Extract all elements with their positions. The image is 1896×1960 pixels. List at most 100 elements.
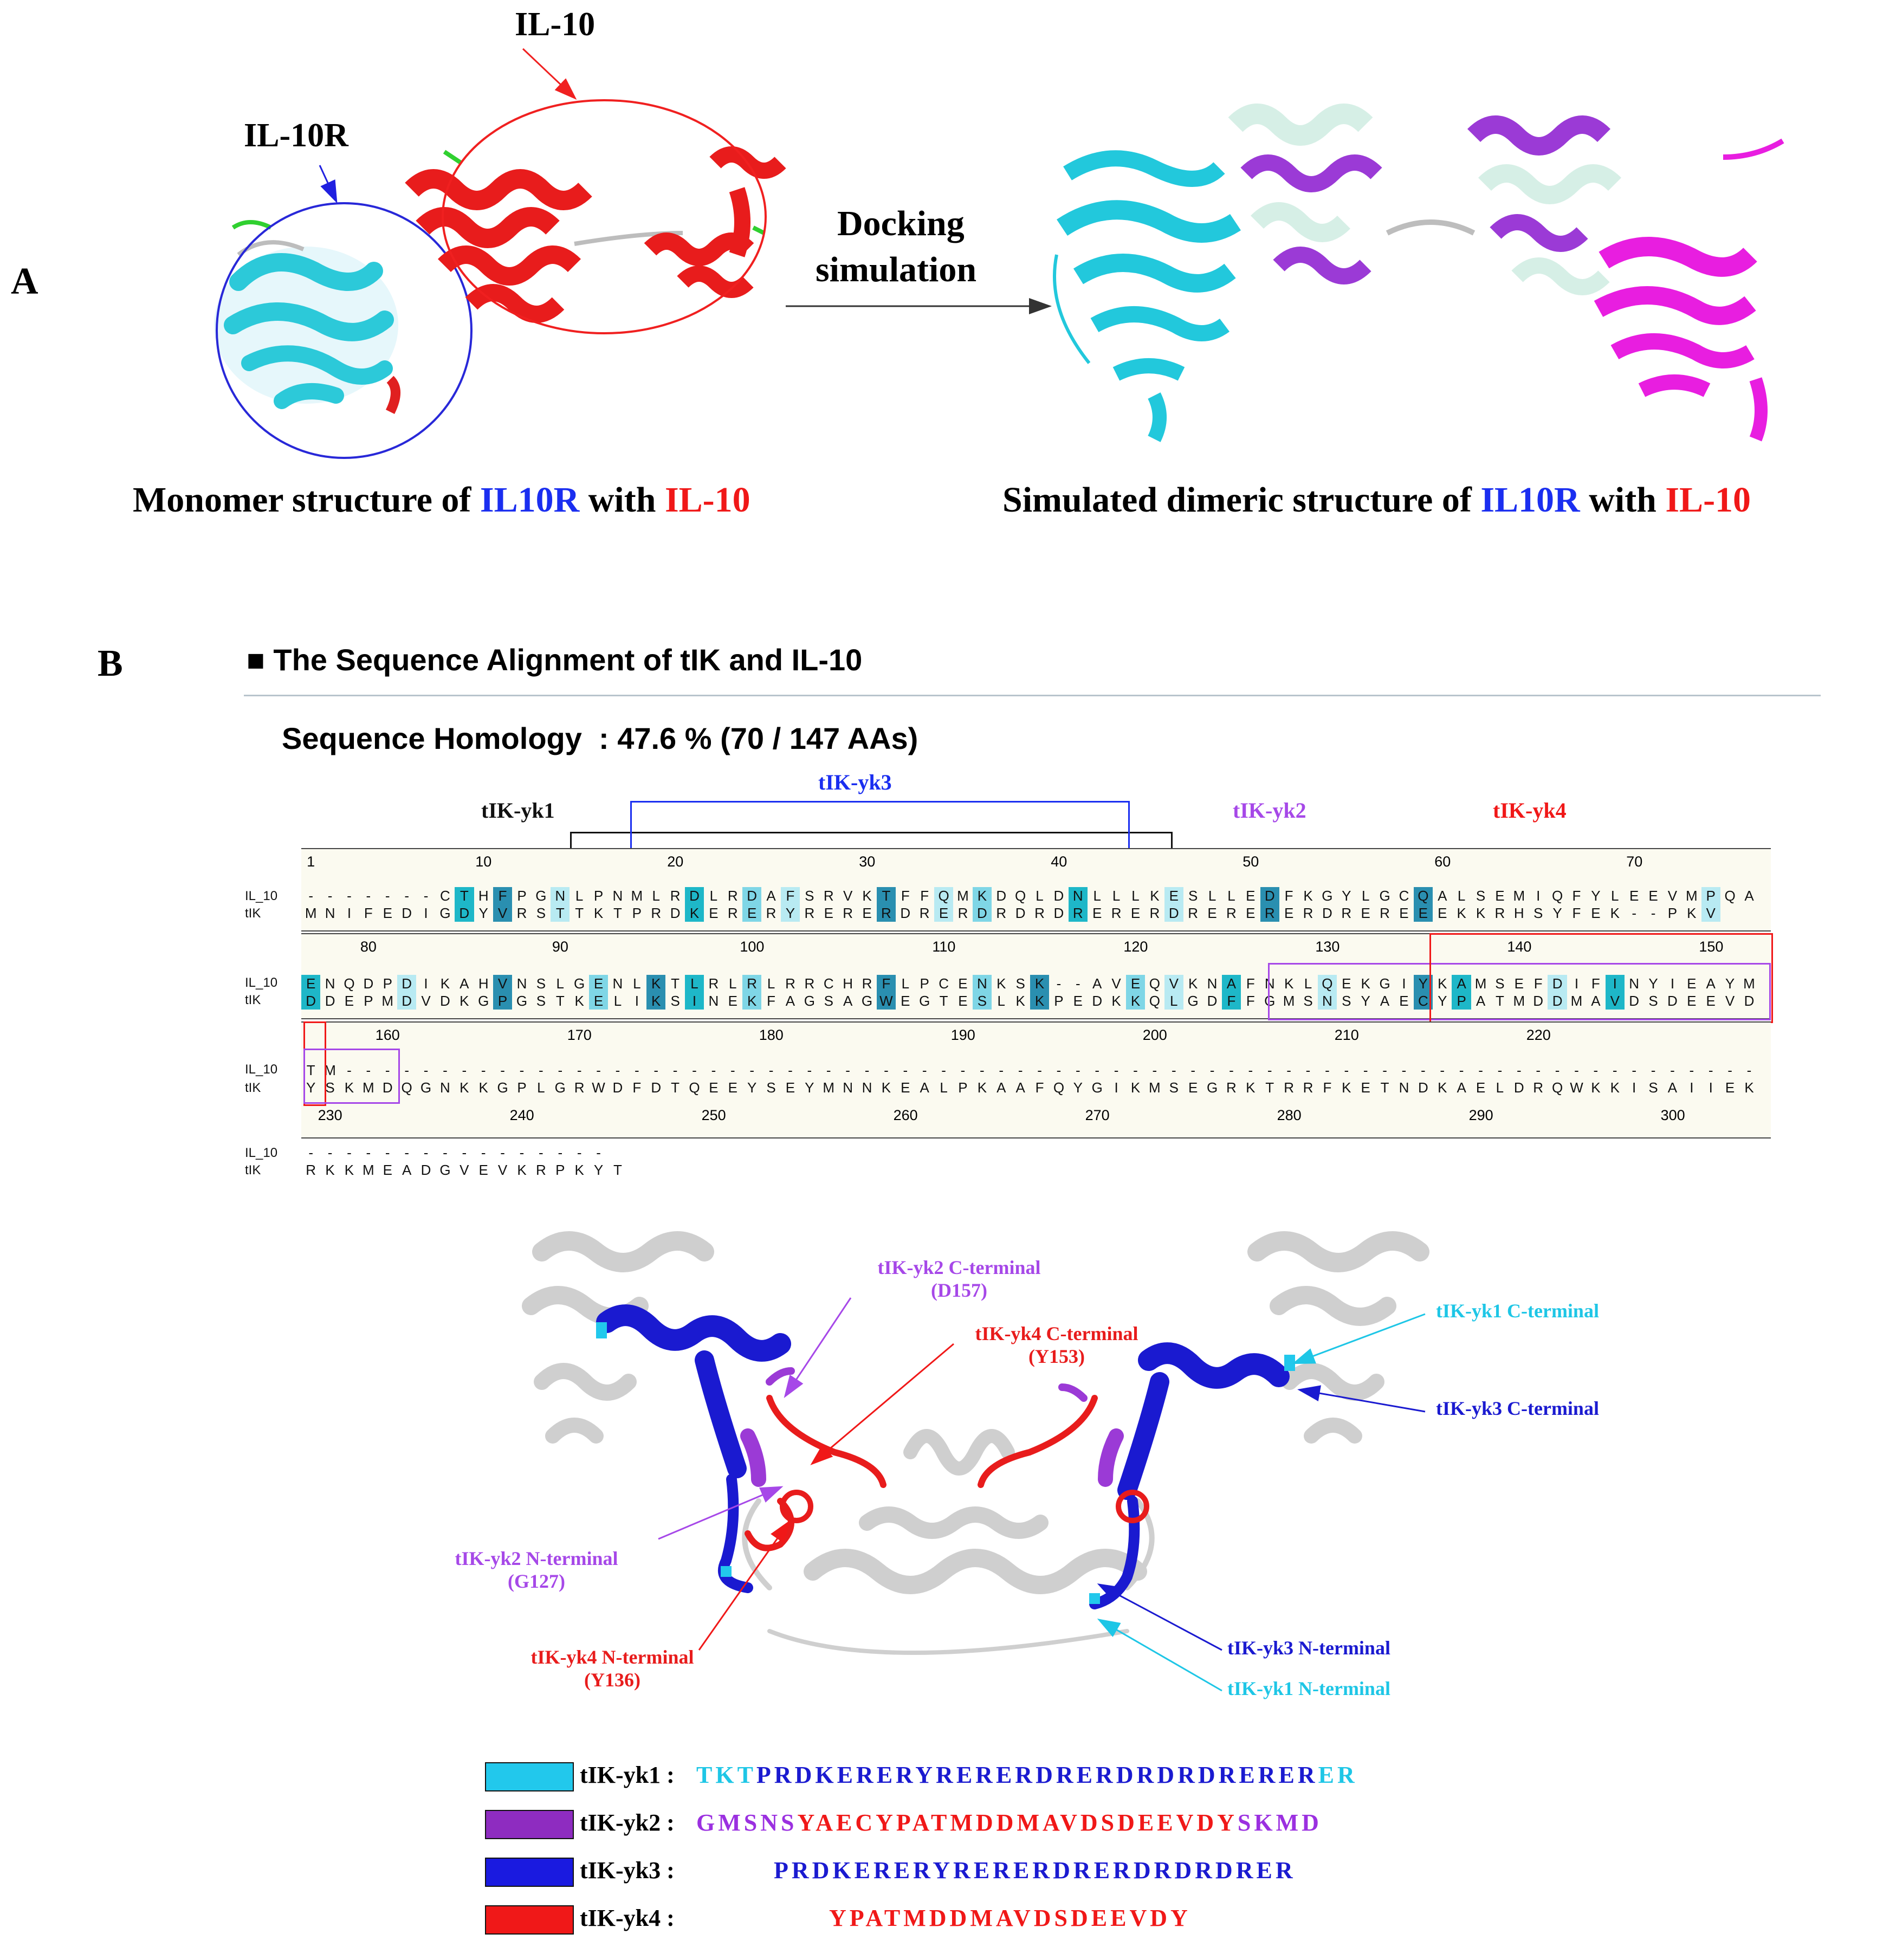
residue: A — [1015, 1079, 1025, 1096]
ruler-tick: 210 — [1334, 1027, 1359, 1043]
residue: A — [996, 1079, 1006, 1096]
residue: - — [1536, 1062, 1541, 1078]
residue: V — [1701, 904, 1720, 922]
residue: Y — [1591, 888, 1601, 904]
ruler-tick: 10 — [475, 853, 492, 870]
residue: V — [1725, 993, 1735, 1009]
residue: - — [672, 1062, 678, 1078]
residue: R — [1380, 905, 1390, 921]
residue: - — [1651, 1062, 1656, 1078]
residue: - — [519, 1144, 525, 1161]
docking-label-line2: simulation — [816, 250, 977, 289]
residue: K — [1303, 888, 1313, 904]
residue: G — [1379, 888, 1390, 904]
residue: D — [1667, 993, 1678, 1009]
residue: - — [1229, 1062, 1234, 1078]
residue: D — [325, 993, 335, 1009]
residue: - — [423, 1062, 429, 1078]
residue: E — [1207, 905, 1217, 921]
residue: T — [1265, 1079, 1274, 1096]
residue: R — [862, 975, 872, 992]
residue: - — [1152, 1062, 1157, 1078]
residue: M — [1743, 975, 1755, 992]
residue: A — [1591, 993, 1601, 1009]
ruler-tick: 280 — [1277, 1107, 1302, 1123]
residue: - — [577, 1144, 582, 1161]
residue: M — [957, 888, 969, 904]
legend-seq-yk1-c: ER — [1318, 1762, 1358, 1788]
label-yk4-n-text: tIK-yk4 N-terminal — [530, 1646, 694, 1668]
residue: R — [919, 905, 930, 921]
residue: N — [440, 1079, 450, 1096]
residue: G — [1379, 975, 1390, 992]
residue: - — [596, 1144, 601, 1161]
residue: Y — [1725, 975, 1735, 992]
residue: H — [1513, 905, 1524, 921]
residue: R — [957, 905, 968, 921]
residue: - — [903, 1062, 908, 1078]
residue: P — [517, 1079, 527, 1096]
residue: - — [347, 1144, 352, 1161]
row-label-tik-2: tIK — [245, 993, 261, 1007]
residue: E — [1438, 905, 1447, 921]
residue: S — [1342, 993, 1351, 1009]
residue: P — [517, 888, 527, 904]
residue: - — [347, 888, 352, 904]
residue: E — [709, 905, 719, 921]
residue: L — [1112, 888, 1121, 904]
residue: K — [1342, 1079, 1351, 1096]
residue: S — [1476, 888, 1486, 904]
panel-b-structure — [522, 1231, 1429, 1692]
residue: D — [1418, 1079, 1428, 1096]
il10-ellipse — [442, 99, 767, 334]
legend-seq-yk2: GMSNSYAECYPATMDDMAVDSDEEVDYSKMD — [696, 1809, 1322, 1836]
residue: - — [635, 1062, 639, 1078]
residue: K — [684, 904, 704, 922]
residue: R — [1068, 904, 1088, 922]
residue: M — [1685, 888, 1698, 904]
residue: K — [742, 992, 762, 1010]
residue: D — [1513, 1079, 1524, 1096]
il10-ribbon — [405, 146, 786, 323]
caption-dimer-part3: with — [1580, 480, 1666, 520]
residue: N — [1317, 992, 1337, 1010]
residue: - — [1497, 1062, 1503, 1078]
residue: E — [1284, 905, 1294, 921]
residue: G — [439, 1162, 451, 1178]
legend-seq-yk3: PRDKERERYRERERDRERDRDRDRER — [774, 1857, 1296, 1884]
residue: K — [1130, 1079, 1141, 1096]
residue: L — [1208, 888, 1216, 904]
label-yk4-n-res: (Y136) — [584, 1669, 640, 1691]
residue: K — [646, 992, 666, 1010]
residue: N — [862, 1079, 872, 1096]
residue: K — [1125, 992, 1146, 1010]
residue: N — [325, 975, 335, 992]
residue: S — [1188, 888, 1198, 904]
residue: I — [424, 905, 428, 921]
residue: - — [404, 1062, 409, 1078]
residue: V — [1605, 992, 1625, 1010]
residue: S — [1495, 975, 1505, 992]
residue: K — [1361, 975, 1370, 992]
residue: L — [1496, 1079, 1504, 1096]
residue: K — [1744, 1079, 1754, 1096]
residue: V — [493, 904, 513, 922]
residue: N — [1068, 887, 1088, 904]
residue: R — [1149, 905, 1160, 921]
residue: E — [1073, 993, 1083, 1009]
residue: K — [881, 1079, 891, 1096]
residue: S — [1648, 1079, 1658, 1096]
residue: Y — [805, 1079, 814, 1096]
residue: V — [421, 993, 431, 1009]
residue: L — [1164, 992, 1183, 1010]
residue: L — [575, 888, 584, 904]
residue: - — [653, 1062, 659, 1078]
residue: Y — [478, 905, 488, 921]
residue: E — [728, 1079, 737, 1096]
residue: - — [1056, 1062, 1062, 1078]
residue: K — [1591, 1079, 1601, 1096]
residue: A — [843, 993, 853, 1009]
residue: - — [788, 1062, 793, 1078]
dimer-receptor-left — [1053, 150, 1241, 442]
